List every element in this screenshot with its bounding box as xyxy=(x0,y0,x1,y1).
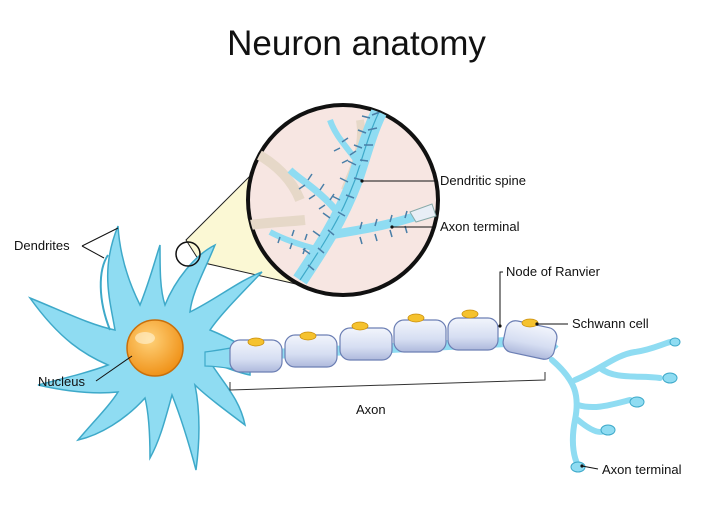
zoom-content xyxy=(248,106,437,285)
leader-dots xyxy=(360,179,584,468)
axon-terminal-branches xyxy=(549,339,673,468)
zoom-origin-circle xyxy=(175,241,201,267)
leader-lines xyxy=(81,180,599,470)
diagram-title: Neuron anatomy xyxy=(227,24,486,63)
label-node-of-ranvier: Node of Ranvier xyxy=(506,264,600,279)
nucleus xyxy=(126,319,184,377)
label-axon-terminal: Axon terminal xyxy=(602,462,682,477)
dendritic-spines xyxy=(277,111,408,271)
label-axon-terminal-zoom: Axon terminal xyxy=(440,219,520,234)
myelin-sheaths xyxy=(229,317,558,373)
label-axon: Axon xyxy=(356,402,386,417)
axon-bracket xyxy=(229,372,546,391)
label-dendritic-spine: Dendritic spine xyxy=(440,173,526,188)
label-dendrites: Dendrites xyxy=(14,238,70,253)
label-nucleus: Nucleus xyxy=(38,374,85,389)
label-schwann-cell: Schwann cell xyxy=(572,316,649,331)
schwann-nuclei xyxy=(247,309,539,347)
